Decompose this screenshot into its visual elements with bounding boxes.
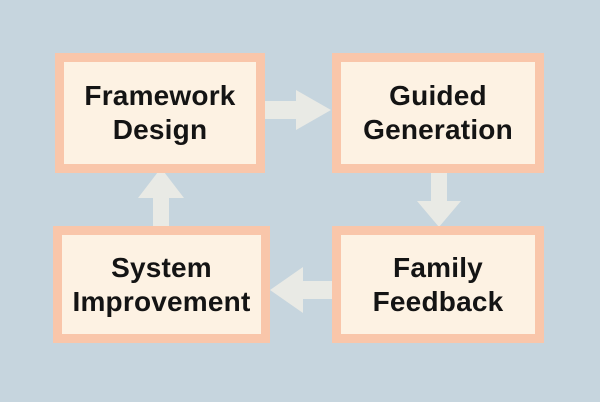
arrow-framework-to-guided-icon bbox=[265, 90, 331, 130]
arrow-family-to-system-icon bbox=[270, 267, 332, 313]
node-family-feedback-label: Family Feedback bbox=[372, 251, 504, 317]
node-guided-generation-label: Guided Generation bbox=[363, 80, 513, 145]
node-framework-design: Framework Design bbox=[55, 53, 265, 173]
node-guided-generation: Guided Generation bbox=[332, 53, 544, 173]
arrow-guided-to-family-icon bbox=[417, 173, 461, 227]
arrow-system-to-framework-icon bbox=[138, 168, 184, 226]
node-framework-design-label: Framework Design bbox=[84, 80, 236, 145]
node-system-improvement-label: System Improvement bbox=[72, 251, 251, 317]
node-family-feedback: Family Feedback bbox=[332, 226, 544, 343]
node-system-improvement: System Improvement bbox=[53, 226, 270, 343]
